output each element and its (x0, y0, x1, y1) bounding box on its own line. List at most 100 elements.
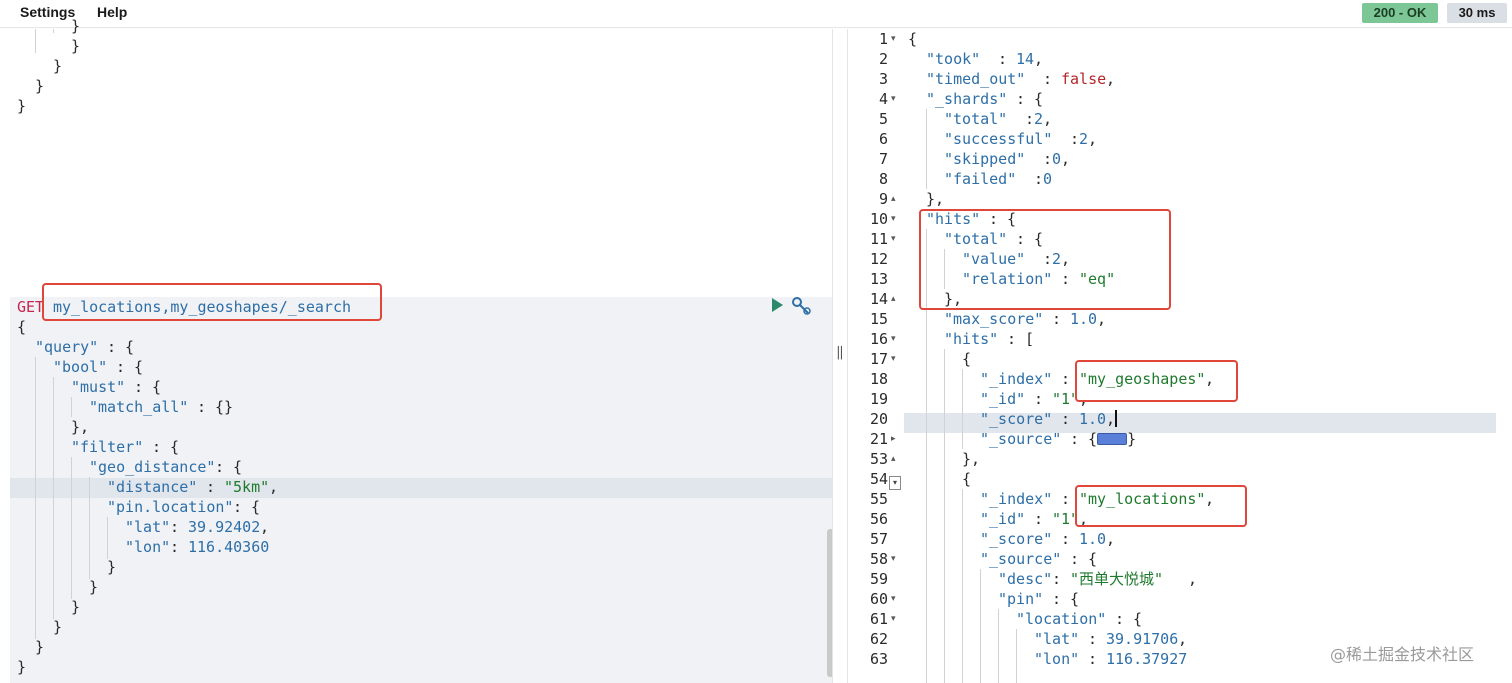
code-punct: , (1061, 150, 1071, 168)
request-path[interactable]: my_locations,my_geoshapes/_search (53, 298, 352, 316)
code-number: 0 (1043, 170, 1053, 188)
pane-resizer[interactable] (832, 29, 848, 683)
code-punct: : (1052, 310, 1062, 328)
code-punct: , (1043, 110, 1053, 128)
code-key: "took" (926, 50, 981, 68)
code-number: 39.92402 (188, 518, 261, 536)
highlight-hits-total (919, 209, 1171, 310)
code-key: "failed" (944, 170, 1017, 188)
indent-guide (980, 569, 981, 683)
fold-arrow-icon[interactable]: ▴ (891, 294, 896, 304)
resizer-handle-icon[interactable]: ‖ (836, 345, 844, 360)
code-key: "match_all" (89, 398, 189, 416)
code-punct: , (1097, 310, 1107, 328)
code-value: {} (215, 398, 234, 416)
code-punct: : (1070, 130, 1080, 148)
fold-arrow-icon[interactable]: ▾ (889, 476, 901, 490)
line-number-gutter (848, 29, 904, 683)
code-number: 116.40360 (188, 538, 270, 556)
code-line: }, (71, 418, 90, 436)
text-cursor (1115, 410, 1118, 427)
fold-arrow-icon[interactable]: ▾ (891, 234, 896, 244)
indent-guide (1016, 629, 1017, 683)
code-punct: : (1061, 370, 1071, 388)
request-editor[interactable] (0, 29, 832, 683)
code-punct: : { (1052, 590, 1080, 608)
current-line-highlight (10, 478, 832, 498)
code-punct: : (1025, 110, 1035, 128)
fold-arrow-icon[interactable]: ▾ (891, 214, 896, 224)
code-number: 0 (1052, 150, 1062, 168)
play-icon[interactable] (772, 298, 783, 312)
request-editor-surface[interactable] (10, 29, 832, 683)
code-punct: , (1061, 250, 1071, 268)
code-key: "_source" (980, 430, 1062, 448)
line-number: 16 (869, 330, 888, 348)
collapsed-object-icon[interactable] (1097, 433, 1128, 445)
indent-guide (71, 457, 72, 599)
code-string: "my_geoshapes" (1079, 370, 1206, 388)
fold-arrow-icon[interactable]: ▾ (891, 614, 896, 624)
code-punct: : { (134, 378, 162, 396)
line-number: 2 (878, 50, 888, 68)
indent-guide (35, 357, 36, 639)
code-number: 2 (1052, 250, 1062, 268)
line-number: 62 (869, 630, 888, 648)
code-punct: : { (116, 358, 144, 376)
code-line: } (71, 37, 81, 55)
code-line: } (89, 578, 99, 596)
code-key: "_score" (980, 530, 1053, 548)
indent-guide (71, 397, 72, 417)
code-key: "geo_distance" (89, 458, 216, 476)
fold-arrow-icon[interactable]: ▾ (891, 554, 896, 564)
code-key: "max_score" (944, 310, 1044, 328)
wrench-icon[interactable] (790, 296, 812, 316)
indent-guide (998, 609, 999, 683)
fold-arrow-icon[interactable]: ▴ (891, 454, 896, 464)
code-punct: : { (107, 338, 135, 356)
code-number: 116.37927 (1106, 650, 1188, 668)
line-number: 54 (869, 470, 888, 488)
watermark: @稀土掘金技术社区 (1330, 645, 1475, 664)
request-method[interactable]: GET (17, 298, 45, 316)
line-number: 53 (869, 450, 888, 468)
code-string: "1" (1052, 390, 1080, 408)
line-number: 63 (869, 650, 888, 668)
code-punct: , (1205, 370, 1215, 388)
fold-arrow-icon[interactable]: ▸ (891, 434, 896, 444)
response-viewer[interactable] (848, 29, 1512, 683)
code-punct: : (206, 478, 216, 496)
line-number: 15 (869, 310, 888, 328)
code-line: } (53, 618, 63, 636)
code-key: "lat" (125, 518, 171, 536)
line-number: 21 (869, 430, 888, 448)
code-number: 39.91706 (1106, 630, 1179, 648)
fold-arrow-icon[interactable]: ▾ (891, 594, 896, 604)
highlight-index-locations (1075, 485, 1247, 527)
help-menu[interactable]: Help (97, 4, 128, 20)
line-number: 17 (869, 350, 888, 368)
fold-arrow-icon[interactable]: ▾ (891, 334, 896, 344)
code-number: 1.0 (1079, 410, 1107, 428)
code-key: "_id" (980, 510, 1026, 528)
fold-arrow-icon[interactable]: ▾ (891, 34, 896, 44)
code-line: } (35, 638, 45, 656)
line-number: 7 (878, 150, 888, 168)
line-number: 61 (869, 610, 888, 628)
code-key: "_id" (980, 390, 1026, 408)
code-line: } (17, 97, 27, 115)
fold-arrow-icon[interactable]: ▾ (891, 354, 896, 364)
code-punct: : (1061, 410, 1071, 428)
request-editor-scrollbar[interactable] (827, 529, 832, 677)
line-number: 60 (869, 590, 888, 608)
code-punct: : (998, 50, 1008, 68)
line-number: 56 (869, 510, 888, 528)
fold-arrow-icon[interactable]: ▴ (891, 194, 896, 204)
settings-menu[interactable]: Settings (20, 4, 76, 20)
code-number: 1.0 (1079, 530, 1107, 548)
code-key: "query" (35, 338, 99, 356)
code-punct: : { (1016, 230, 1044, 248)
line-number: 19 (869, 390, 888, 408)
fold-arrow-icon[interactable]: ▾ (891, 94, 896, 104)
code-punct: }, (926, 190, 945, 208)
